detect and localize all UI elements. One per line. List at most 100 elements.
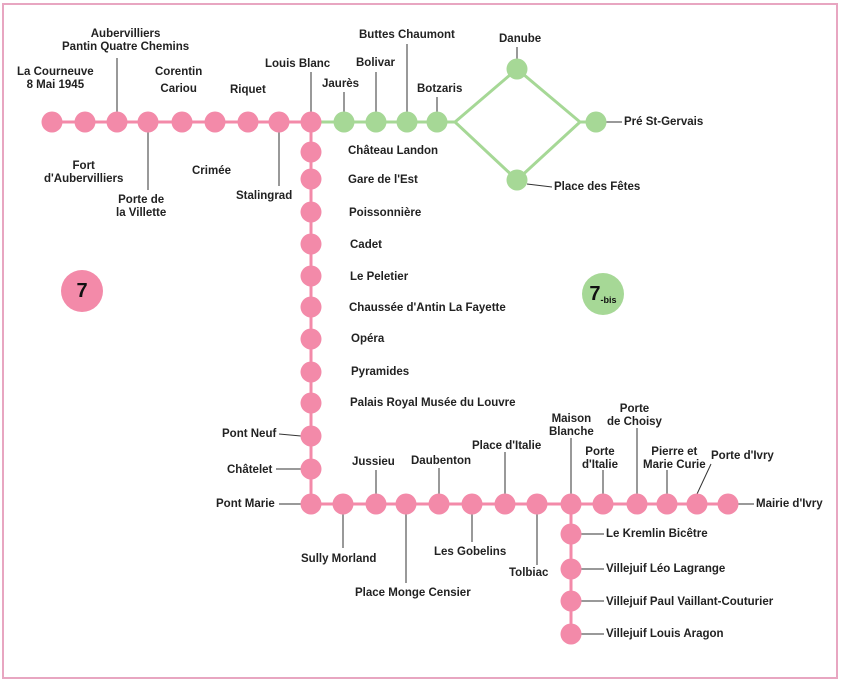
station-dot-aubervilliers[interactable] (106, 111, 128, 133)
station-dot-chatelet[interactable] (300, 458, 322, 480)
station-dot-porte-ivry[interactable] (686, 493, 708, 515)
station-dot-aragon[interactable] (560, 623, 582, 645)
station-dot-pyramides[interactable] (300, 361, 322, 383)
station-dot-riquet[interactable] (237, 111, 259, 133)
station-dot-buttes-chaumont[interactable] (396, 111, 418, 133)
station-dot-palais-royal[interactable] (300, 392, 322, 414)
station-dot-chaussee-dantin[interactable] (300, 296, 322, 318)
line7bis-badge-suffix: -bis (600, 295, 617, 305)
station-label-gare-de-lest[interactable]: Gare de l'Est (348, 174, 418, 186)
station-label-louis-blanc[interactable]: Louis Blanc (265, 58, 331, 70)
station-dot-pre-st-gervais[interactable] (585, 111, 607, 133)
station-label-mairie-ivry[interactable]: Mairie d'Ivry (756, 498, 823, 510)
station-label-jaures[interactable]: Jaurès (322, 78, 360, 90)
station-label-stalingrad[interactable]: Stalingrad (236, 190, 293, 202)
station-label-tolbiac[interactable]: Tolbiac (509, 567, 549, 579)
station-label-bolivar[interactable]: Bolivar (356, 57, 395, 69)
station-label-pont-marie[interactable]: Pont Marie (216, 498, 275, 510)
station-label-jussieu[interactable]: Jussieu (352, 456, 395, 468)
leader-porte-ivry (696, 463, 712, 495)
station-dot-daubenton[interactable] (428, 493, 450, 515)
station-dot-corentin-cariou[interactable] (171, 111, 193, 133)
station-dot-gare-de-lest[interactable] (300, 168, 322, 190)
station-label-chateau-landon[interactable]: Château Landon (348, 145, 439, 157)
station-label-danube[interactable]: Danube (499, 33, 542, 45)
station-dot-le-peletier[interactable] (300, 265, 322, 287)
station-dot-chateau-landon[interactable] (300, 141, 322, 163)
map-frame (2, 3, 838, 679)
station-label-buttes-chaumont[interactable]: Buttes Chaumont (359, 29, 455, 41)
station-dot-cadet[interactable] (300, 233, 322, 255)
station-label-les-gobelins[interactable]: Les Gobelins (434, 546, 507, 558)
line7bis-badge: 7-bis (582, 273, 624, 315)
station-dot-fort-aubervilliers[interactable] (74, 111, 96, 133)
station-dot-bolivar[interactable] (365, 111, 387, 133)
station-dot-maison-blanche[interactable] (560, 493, 582, 515)
station-label-place-italie[interactable]: Place d'Italie (472, 440, 542, 452)
station-label-poissonniere[interactable]: Poissonnière (349, 207, 422, 219)
station-label-vaillant[interactable]: Villejuif Paul Vaillant-Couturier (606, 596, 774, 608)
station-dot-pont-neuf[interactable] (300, 425, 322, 447)
station-dot-crimee[interactable] (204, 111, 226, 133)
line7-badge: 7 (61, 270, 103, 312)
station-dot-pierre-curie[interactable] (656, 493, 678, 515)
label-leaders (116, 44, 754, 635)
station-label-chaussee-dantin[interactable]: Chaussée d'Antin La Fayette (349, 302, 506, 314)
station-label-cadet[interactable]: Cadet (350, 239, 382, 251)
station-label-pre-st-gervais[interactable]: Pré St-Gervais (624, 116, 704, 128)
station-dot-porte-choisy[interactable] (626, 493, 648, 515)
station-label-porte-ivry[interactable]: Porte d'Ivry (711, 450, 774, 462)
station-dot-pont-marie[interactable] (300, 493, 322, 515)
station-dot-poissonniere[interactable] (300, 201, 322, 223)
station-label-palais-royal[interactable]: Palais Royal Musée du Louvre (350, 397, 516, 409)
station-dot-place-monge[interactable] (395, 493, 417, 515)
station-label-botzaris[interactable]: Botzaris (417, 83, 463, 95)
station-dot-louis-blanc[interactable] (300, 111, 322, 133)
station-label-leo-lagrange[interactable]: Villejuif Léo Lagrange (606, 563, 726, 575)
station-label-pyramides[interactable]: Pyramides (351, 366, 410, 378)
station-dot-danube[interactable] (506, 58, 528, 80)
station-dot-tolbiac[interactable] (526, 493, 548, 515)
station-label-chatelet[interactable]: Châtelet (227, 464, 273, 476)
station-dot-jaures[interactable] (333, 111, 355, 133)
station-dot-stalingrad[interactable] (268, 111, 290, 133)
station-dot-porte-villette[interactable] (137, 111, 159, 133)
station-dot-les-gobelins[interactable] (461, 493, 483, 515)
station-dot-opera[interactable] (300, 328, 322, 350)
station-dot-vaillant[interactable] (560, 590, 582, 612)
station-dot-botzaris[interactable] (426, 111, 448, 133)
station-dot-la-courneuve[interactable] (41, 111, 63, 133)
station-dots (41, 58, 739, 645)
station-dot-porte-italie[interactable] (592, 493, 614, 515)
station-dot-jussieu[interactable] (365, 493, 387, 515)
station-label-daubenton[interactable]: Daubenton (411, 455, 472, 467)
station-label-kremlin[interactable]: Le Kremlin Bicêtre (606, 528, 708, 540)
station-label-pont-neuf[interactable]: Pont Neuf (222, 428, 277, 440)
station-dot-place-des-fetes[interactable] (506, 169, 528, 191)
station-label-riquet[interactable]: Riquet (230, 84, 266, 96)
station-dot-mairie-ivry[interactable] (717, 493, 739, 515)
station-dot-kremlin[interactable] (560, 523, 582, 545)
station-dot-leo-lagrange[interactable] (560, 558, 582, 580)
line7bis-loop (453, 67, 583, 183)
station-dot-place-italie[interactable] (494, 493, 516, 515)
station-label-aragon[interactable]: Villejuif Louis Aragon (606, 628, 724, 640)
station-label-le-peletier[interactable]: Le Peletier (350, 271, 409, 283)
station-label-place-monge[interactable]: Place Monge Censier (355, 587, 471, 599)
line7-badge-label: 7 (76, 280, 88, 302)
station-label-sully-morland[interactable]: Sully Morland (301, 553, 377, 565)
station-dot-sully-morland[interactable] (332, 493, 354, 515)
station-label-opera[interactable]: Opéra (351, 333, 385, 345)
station-label-crimee[interactable]: Crimée (192, 165, 231, 177)
station-label-place-des-fetes[interactable]: Place des Fêtes (554, 181, 641, 193)
